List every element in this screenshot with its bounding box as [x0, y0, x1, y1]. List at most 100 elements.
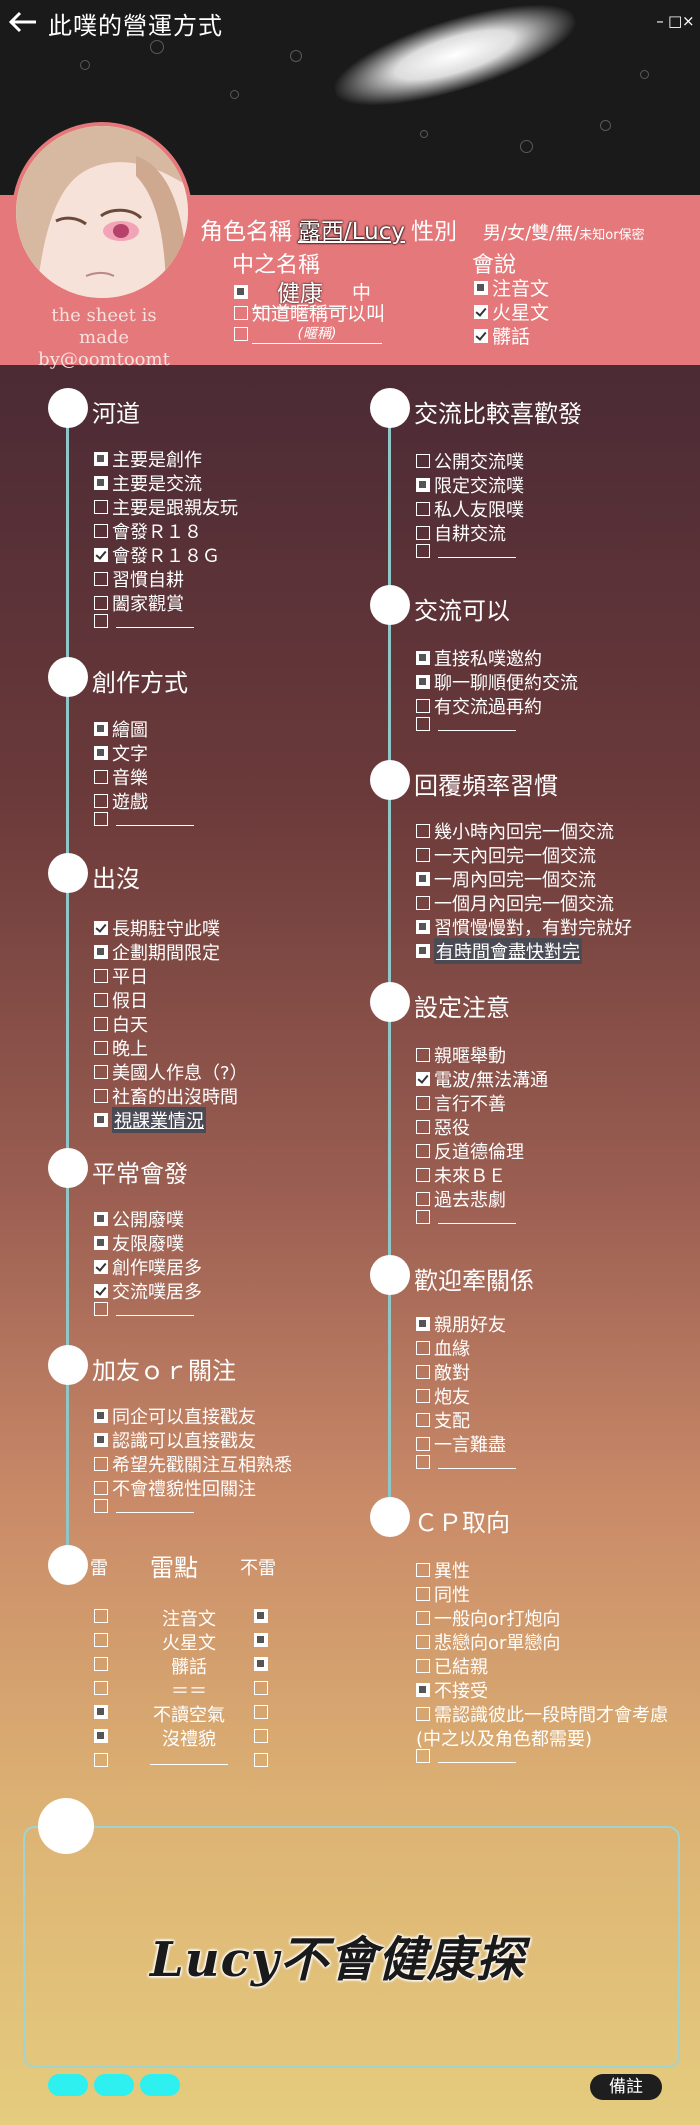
checkbox-option[interactable]: 自耕交流 [416, 520, 506, 546]
checkbox[interactable] [416, 651, 430, 665]
thunder-yes-checkbox[interactable] [94, 1705, 108, 1719]
checkbox[interactable] [94, 1236, 108, 1250]
checkbox[interactable] [94, 770, 108, 784]
checkbox[interactable] [416, 1587, 430, 1601]
gender-options[interactable]: 男/女/雙/無/未知or保密 [483, 219, 645, 245]
note-box[interactable] [23, 1826, 680, 2068]
blank-option[interactable] [94, 1302, 194, 1316]
checkbox-option[interactable]: 異性 [416, 1557, 470, 1583]
checkbox[interactable] [94, 1041, 108, 1055]
checkbox-option[interactable]: 平日 [94, 963, 148, 989]
checkbox-option[interactable]: 文字 [94, 740, 148, 766]
checkbox-option[interactable]: 主要是交流 [94, 470, 202, 496]
blank-option[interactable] [416, 544, 516, 558]
blank-option[interactable] [416, 717, 516, 731]
thunder-no-checkbox[interactable] [254, 1681, 268, 1695]
thunder-yes-checkbox[interactable] [94, 1729, 108, 1743]
checkbox-option[interactable]: 遊戲 [94, 788, 148, 814]
checkbox[interactable] [94, 1017, 108, 1031]
checkbox[interactable] [94, 1089, 108, 1103]
checkbox[interactable] [94, 572, 108, 586]
checkbox[interactable] [94, 1499, 108, 1513]
checkbox-option[interactable]: 白天 [94, 1011, 148, 1037]
checkbox-option[interactable]: 限定交流噗 [416, 472, 524, 498]
checkbox[interactable] [94, 969, 108, 983]
thunder-no-checkbox[interactable] [254, 1729, 268, 1743]
tab-3[interactable] [140, 2074, 180, 2096]
checkbox[interactable] [94, 1481, 108, 1495]
checkbox[interactable] [94, 476, 108, 490]
checkbox-option[interactable]: 主要是創作 [94, 446, 202, 472]
checkbox-option[interactable]: 公開交流噗 [416, 448, 524, 474]
checkbox[interactable] [94, 1284, 108, 1298]
thunder-yes-checkbox[interactable] [94, 1633, 108, 1647]
checkbox[interactable] [416, 1072, 430, 1086]
back-arrow-icon[interactable] [8, 10, 38, 34]
checkbox[interactable] [416, 848, 430, 862]
thunder-no-checkbox[interactable] [254, 1753, 268, 1767]
checkbox[interactable] [416, 699, 430, 713]
checkbox[interactable] [416, 872, 430, 886]
thunder-no-checkbox[interactable] [254, 1657, 268, 1671]
checkbox[interactable] [416, 502, 430, 516]
blank-line[interactable] [116, 1302, 194, 1316]
checkbox[interactable] [94, 452, 108, 466]
checkbox[interactable] [416, 1437, 430, 1451]
checkbox-option[interactable]: 敵對 [416, 1359, 470, 1385]
checkbox[interactable] [474, 328, 488, 343]
checkbox-option[interactable]: 過去悲劇 [416, 1186, 506, 1212]
checkbox-option[interactable]: 言行不善 [416, 1090, 506, 1116]
blank-option[interactable] [416, 1210, 516, 1224]
nickname-blank-line[interactable]: (暱稱) [234, 323, 382, 344]
checkbox-option[interactable]: 長期駐守此噗 [94, 915, 220, 941]
checkbox-option[interactable]: 支配 [416, 1407, 470, 1433]
checkbox[interactable] [416, 1168, 430, 1182]
blank-line[interactable] [438, 1210, 516, 1224]
checkbox-option[interactable]: 會發Ｒ１８ [94, 518, 202, 544]
thunder-yes-checkbox[interactable] [94, 1657, 108, 1671]
checkbox[interactable] [94, 921, 108, 935]
checkbox[interactable] [416, 920, 430, 934]
blank-line[interactable] [438, 1749, 516, 1763]
close-button[interactable]: × [682, 12, 695, 30]
checkbox-option[interactable]: 有交流過再約 [416, 693, 542, 719]
checkbox-option[interactable]: 已結親 [416, 1653, 488, 1679]
blank-line[interactable] [438, 717, 516, 731]
checkbox-option[interactable]: 主要是跟親友玩 [94, 494, 238, 520]
checkbox[interactable] [94, 945, 108, 959]
checkbox[interactable] [94, 548, 108, 562]
checkbox[interactable] [94, 596, 108, 610]
checkbox[interactable] [416, 1317, 430, 1331]
checkbox[interactable] [416, 1563, 430, 1577]
checkbox-option[interactable]: 希望先戳關注互相熟悉 [94, 1451, 292, 1477]
checkbox-option[interactable]: 一天內回完一個交流 [416, 842, 596, 868]
checkbox-option[interactable]: 美國人作息（?） [94, 1059, 248, 1085]
checkbox-option[interactable]: 一周內回完一個交流 [416, 866, 596, 892]
checkbox-option[interactable]: 未來ＢＥ [416, 1162, 506, 1188]
checkbox-option[interactable]: 假日 [94, 987, 148, 1013]
blank-line[interactable] [116, 812, 194, 826]
checkbox-option[interactable]: 同性 [416, 1581, 470, 1607]
blank-option[interactable] [416, 1749, 516, 1763]
checkbox[interactable] [416, 1749, 430, 1763]
checkbox-option[interactable]: 同企可以直接戳友 [94, 1403, 256, 1429]
tab-2[interactable] [94, 2074, 134, 2096]
thunder-yes-checkbox[interactable] [94, 1753, 108, 1767]
checkbox-option[interactable]: 一言難盡 [416, 1431, 506, 1457]
blank-line[interactable] [438, 544, 516, 558]
checkbox[interactable] [94, 993, 108, 1007]
checkbox[interactable] [234, 326, 248, 341]
checkbox[interactable] [416, 1365, 430, 1379]
checkbox[interactable] [234, 305, 248, 320]
checkbox[interactable] [234, 284, 248, 299]
nickname-line[interactable]: 健康 中 [234, 274, 371, 309]
thunder-no-checkbox[interactable] [254, 1705, 268, 1719]
checkbox[interactable] [416, 1120, 430, 1134]
blank-line[interactable] [114, 1749, 264, 1770]
checkbox[interactable] [416, 1389, 430, 1403]
checkbox[interactable] [416, 824, 430, 838]
checkbox-option[interactable]: 惡役 [416, 1114, 470, 1140]
checkbox-option[interactable]: 反道德倫理 [416, 1138, 524, 1164]
checkbox[interactable] [416, 896, 430, 910]
checkbox[interactable] [94, 812, 108, 826]
